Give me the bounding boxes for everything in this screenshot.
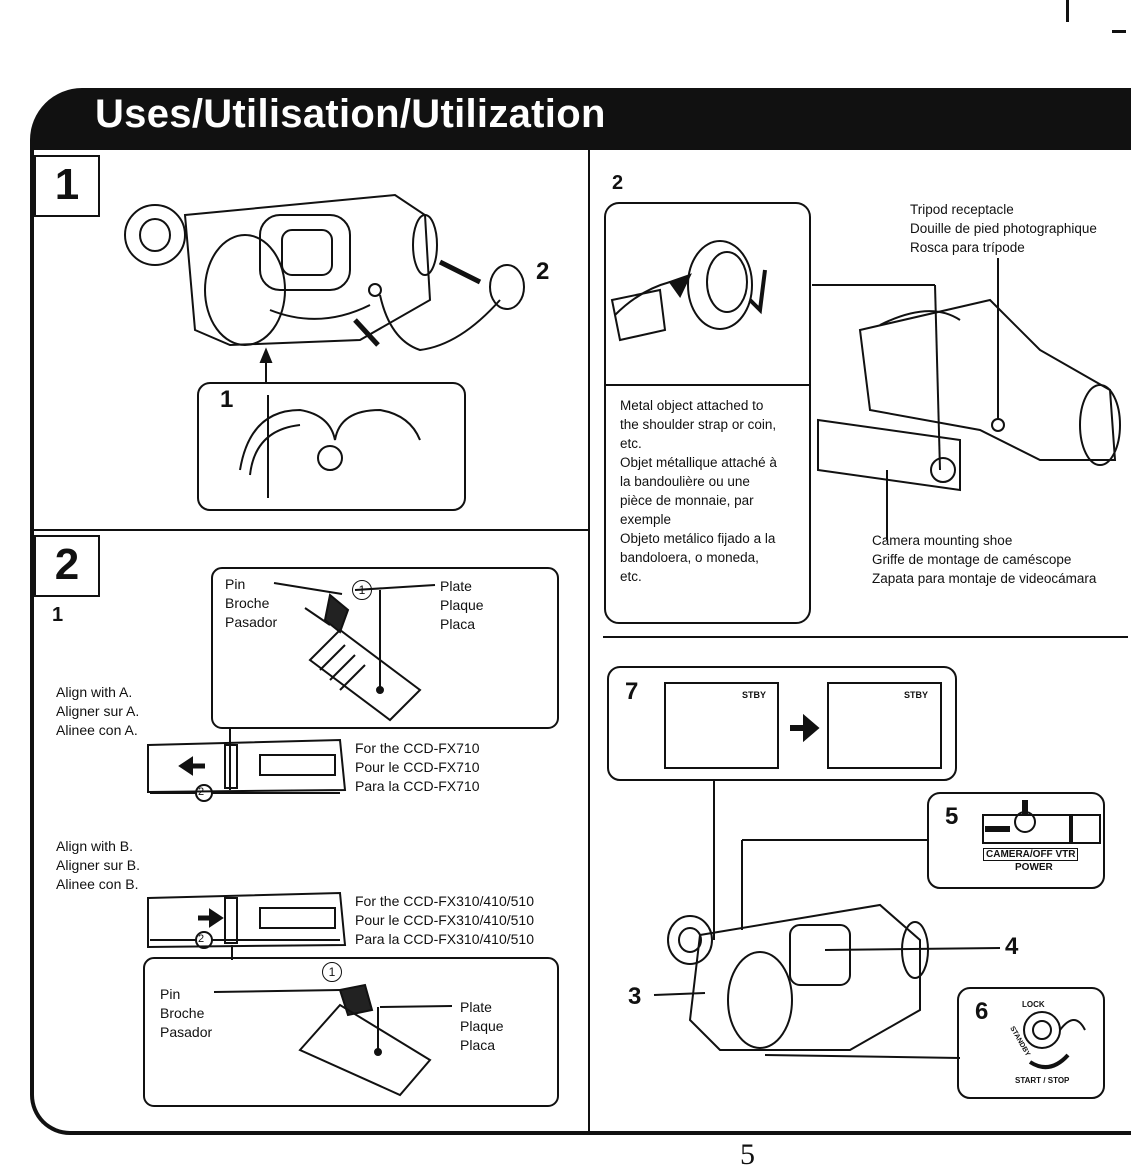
start-stop-label: START / STOP	[1015, 1076, 1070, 1085]
step-1-label: 1	[52, 604, 64, 626]
title-band	[30, 88, 1131, 150]
circle-one-bottom: 1	[322, 962, 342, 982]
circle-two-b: 2	[198, 933, 205, 945]
edge-dash	[1112, 30, 1126, 33]
align-with-a: Align with A. Aligner sur A. Alinee con …	[56, 684, 140, 738]
circle-two-a: 2	[198, 786, 205, 798]
step-5-number: 5	[945, 803, 959, 830]
callout-strap-number: 1	[220, 386, 234, 413]
callout-lens-cap-number: 2	[536, 258, 550, 285]
column-divider	[588, 150, 590, 1133]
step-7-number: 7	[625, 678, 639, 705]
step-4-number: 4	[1005, 933, 1019, 960]
metal-object-text: Metal object attached to the shoulder st…	[620, 398, 777, 584]
tripod-receptacle-label: Tripod receptacle Douille de pied photog…	[910, 202, 1097, 255]
model-fx710-label: For the CCD-FX710 Pour le CCD-FX710 Para…	[355, 740, 480, 794]
left-section-divider	[34, 529, 589, 531]
power-switch-positions: CAMERA/OFF VTR	[983, 848, 1079, 861]
plate-label-bottom: Plate Plaque Placa	[460, 999, 504, 1053]
right-section-divider	[603, 636, 1128, 638]
content-frame	[30, 150, 1131, 1135]
section-1-number: 1	[34, 155, 100, 217]
camera-mounting-shoe-label: Camera mounting shoe Griffe de montage d…	[872, 533, 1097, 586]
step-3-number: 3	[628, 983, 642, 1010]
section-2-number: 2	[34, 535, 100, 597]
pin-label-bottom: Pin Broche Pasador	[160, 986, 213, 1040]
page-title: Uses/Utilisation/Utilization	[95, 92, 606, 136]
section-2-right-number: 2	[612, 172, 624, 194]
page-number: 5	[740, 1138, 755, 1171]
model-fx310-label: For the CCD-FX310/410/510 Pour le CCD-FX…	[355, 893, 534, 947]
edge-mark	[1066, 0, 1069, 22]
power-label: POWER	[1015, 862, 1053, 873]
lock-label: LOCK	[1022, 1000, 1045, 1009]
pin-label-top: Pin Broche Pasador	[225, 576, 278, 630]
camcorder-illustration-1	[124, 193, 525, 352]
plate-label-top: Plate Plaque Placa	[440, 578, 484, 632]
circle-one-top: 1	[352, 580, 372, 600]
stby-indicator-right: STBY	[904, 690, 929, 700]
align-with-b: Align with B. Aligner sur B. Alinee con …	[56, 838, 141, 892]
step-6-number: 6	[975, 998, 989, 1025]
stby-indicator-left: STBY	[742, 690, 767, 700]
